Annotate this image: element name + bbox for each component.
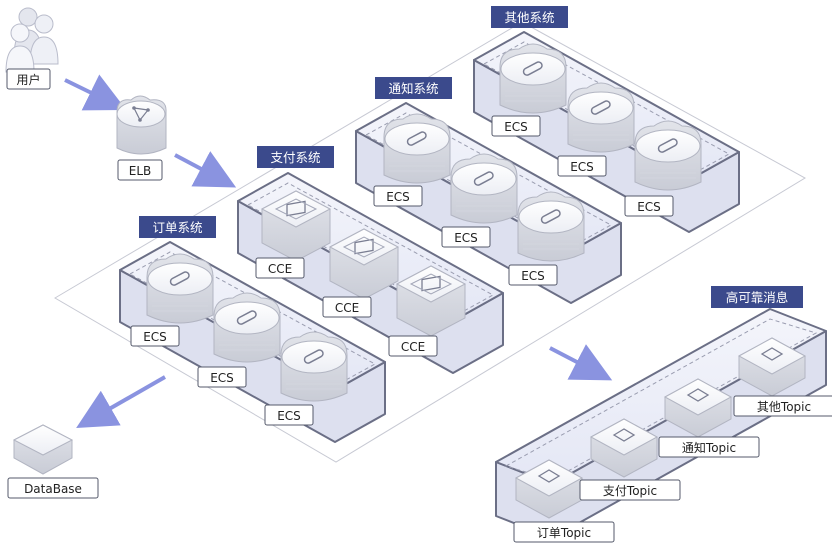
message-topic-icon [514, 459, 584, 519]
node-label-order-0: ECS [130, 325, 180, 347]
elb-to-systems-arrow [174, 151, 237, 188]
svg-text:CCE: CCE [401, 340, 425, 354]
svg-text:ECS: ECS [521, 269, 545, 283]
server-icon [499, 43, 567, 114]
node-label-pay-1: CCE [322, 296, 372, 318]
container-icon [328, 228, 400, 300]
svg-text:通知Topic: 通知Topic [682, 441, 736, 455]
svg-text:其他Topic: 其他Topic [757, 400, 811, 414]
server-icon [567, 82, 635, 153]
node-label-other-2: ECS [624, 195, 674, 217]
systems-to-mq-arrow [549, 344, 613, 381]
user-label: 用户 [16, 72, 40, 87]
svg-text:CCE: CCE [268, 262, 292, 276]
node-label-notify-1: ECS [441, 226, 491, 248]
group-title-mq: 高可靠消息 [726, 290, 789, 305]
svg-text:ECS: ECS [210, 371, 234, 385]
message-topic-icon [663, 378, 733, 438]
group-title-pay: 支付系统 [270, 150, 320, 165]
node-label-order-2: ECS [264, 404, 314, 426]
group-title-other: 其他系统 [504, 10, 554, 25]
database-label: DataBase [24, 482, 82, 496]
group-title-order: 订单系统 [152, 220, 202, 235]
svg-text:ECS: ECS [570, 160, 594, 174]
order-to-database-arrow [76, 375, 166, 428]
user-to-elb-arrow [64, 74, 127, 111]
users-icon [5, 7, 59, 73]
node-label-other-0: ECS [491, 115, 541, 137]
server-icon [383, 113, 451, 184]
node-label-pay-0: CCE [255, 257, 305, 279]
node-label-mq-0: 订单Topic [513, 521, 615, 543]
svg-text:订单Topic: 订单Topic [537, 526, 591, 540]
node-label-mq-1: 支付Topic [579, 479, 681, 501]
node-label-notify-0: ECS [373, 185, 423, 207]
svg-text:ECS: ECS [454, 231, 478, 245]
container-icon [395, 265, 467, 337]
group-title-notify: 通知系统 [388, 81, 438, 96]
load-balancer-icon [116, 95, 167, 155]
elb-label: ELB [129, 164, 152, 178]
svg-text:ECS: ECS [637, 200, 661, 214]
svg-text:支付Topic: 支付Topic [603, 484, 657, 498]
server-icon [450, 153, 518, 224]
svg-text:ECS: ECS [143, 330, 167, 344]
server-icon [634, 120, 702, 191]
node-label-pay-2: CCE [388, 335, 438, 357]
container-icon [260, 190, 332, 262]
server-icon [280, 331, 348, 402]
server-icon [146, 253, 214, 324]
node-label-other-1: ECS [557, 155, 607, 177]
message-topic-icon [737, 337, 807, 397]
svg-text:CCE: CCE [335, 301, 359, 315]
message-topic-icon [589, 418, 659, 478]
node-label-mq-3: 其他Topic [733, 395, 832, 417]
node-label-order-1: ECS [197, 366, 247, 388]
database-icon [12, 424, 74, 475]
svg-text:ECS: ECS [504, 120, 528, 134]
node-label-mq-2: 通知Topic [658, 436, 760, 458]
node-label-notify-2: ECS [508, 264, 558, 286]
server-icon [213, 292, 281, 363]
server-icon [517, 191, 585, 262]
svg-text:ECS: ECS [277, 409, 301, 423]
svg-text:ECS: ECS [386, 190, 410, 204]
